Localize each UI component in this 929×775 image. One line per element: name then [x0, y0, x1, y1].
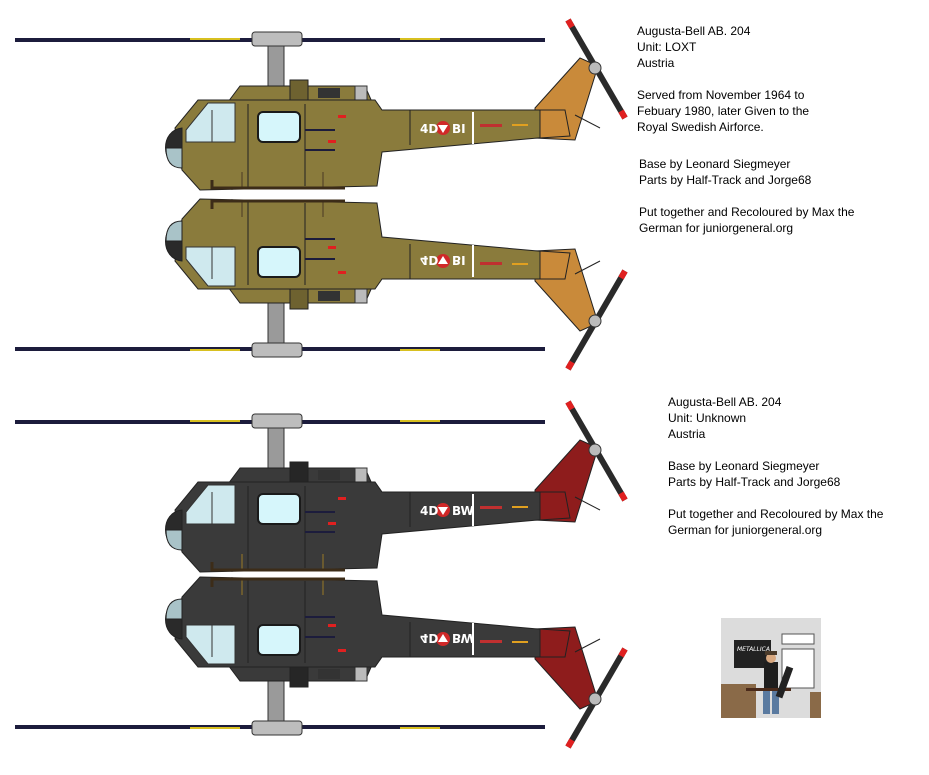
serial-left: 4D — [420, 631, 438, 645]
credits-base: Base by Leonard Siegmeyer — [668, 459, 820, 473]
serial-right: BI — [452, 253, 466, 267]
credits-recolour: Put together and Recoloured by Max the — [639, 205, 855, 219]
credits-recolour: Put together and Recoloured by Max the — [668, 507, 884, 521]
helicopter-black-left-side: 4D BW — [15, 402, 625, 572]
aircraft-title: Augusta-Bell AB. 204 — [668, 395, 782, 409]
aircraft-country: Austria — [637, 56, 675, 70]
serial-right: BW — [452, 631, 474, 645]
aircraft-unit: Unit: Unknown — [668, 411, 747, 425]
serial-left: 4D — [420, 253, 438, 267]
author-avatar-picture: METALLICA — [721, 618, 821, 718]
serial-left: 4D — [420, 122, 438, 136]
info-block-black: Augusta-Bell AB. 204 Unit: Unknown Austr… — [668, 394, 883, 538]
history-line: Royal Swedish Airforce. — [637, 120, 764, 134]
helicopter-black-right-side: 4D BW — [15, 577, 625, 747]
aircraft-title: Augusta-Bell AB. 204 — [637, 24, 751, 38]
info-block-olive: Augusta-Bell AB. 204 Unit: LOXT Austria … — [637, 23, 854, 236]
serial-left: 4D — [420, 504, 438, 518]
credits-parts: Parts by Half-Track and Jorge68 — [668, 475, 841, 489]
serial-right: BW — [452, 504, 474, 518]
poster-text: METALLICA — [737, 646, 770, 653]
history-line: Febuary 1980, later Given to the — [637, 104, 810, 118]
aircraft-unit: Unit: LOXT — [637, 40, 697, 54]
credits-parts: Parts by Half-Track and Jorge68 — [639, 173, 812, 187]
helicopter-olive-left-side: 4D BI — [15, 20, 625, 190]
credits-base: Base by Leonard Siegmeyer — [639, 157, 791, 171]
credits-recolour: German for juniorgeneral.org — [639, 221, 794, 235]
aircraft-country: Austria — [668, 427, 706, 441]
author-avatar-drawing: METALLICA — [721, 618, 821, 718]
credits-recolour: German for juniorgeneral.org — [668, 523, 823, 537]
history-line: Served from November 1964 to — [637, 88, 805, 102]
helicopter-olive-right-side: 4D BI — [15, 199, 625, 369]
serial-right: BI — [452, 122, 466, 136]
